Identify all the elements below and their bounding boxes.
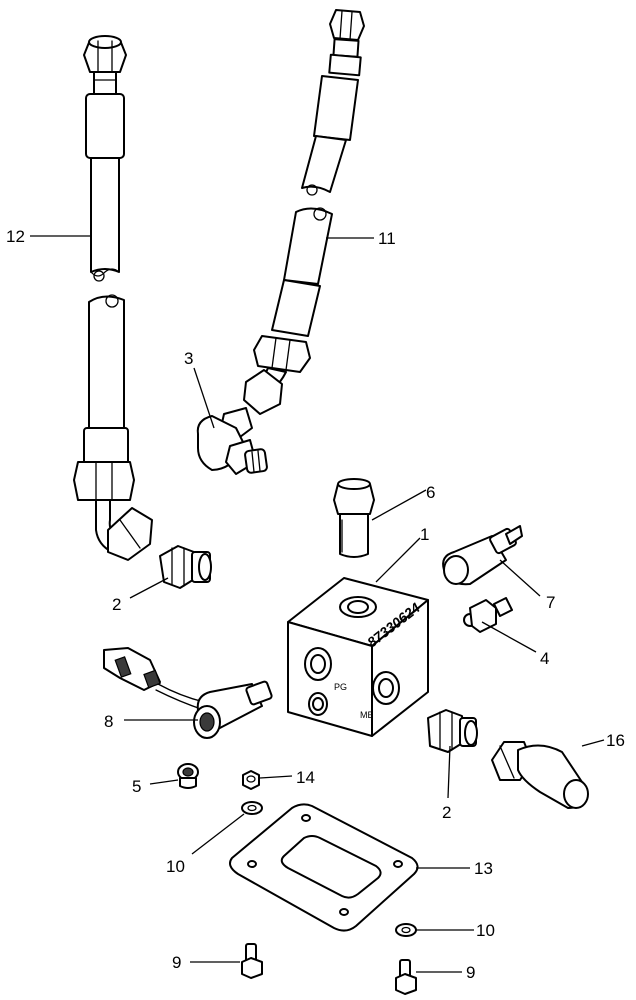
port-label-pg: PG xyxy=(334,682,347,692)
port-label-mb: MB xyxy=(360,710,374,720)
callout-14: 14 xyxy=(296,768,315,787)
bolt-9-right xyxy=(395,959,417,995)
callout-1: 1 xyxy=(420,525,429,544)
washer-10-lower xyxy=(395,923,417,937)
adapter-2-upper xyxy=(159,545,212,589)
callout-6: 6 xyxy=(426,483,435,502)
bolt-9-left xyxy=(241,943,263,979)
valve-block-1: 87330624 PG MB xyxy=(287,577,429,737)
leader-lines xyxy=(30,235,605,973)
callout-9-left: 9 xyxy=(172,953,181,972)
fitting-4 xyxy=(463,597,513,633)
callout-4: 4 xyxy=(540,649,549,668)
elbow-fitting-3 xyxy=(196,407,268,475)
elbow-fitting-16 xyxy=(491,741,589,809)
callout-10-upper: 10 xyxy=(166,857,185,876)
sensor-8 xyxy=(103,647,273,739)
callout-8: 8 xyxy=(104,712,113,731)
callout-9-right: 9 xyxy=(466,963,475,982)
callout-16: 16 xyxy=(606,731,625,750)
sensor-7 xyxy=(442,525,523,586)
callout-3: 3 xyxy=(184,349,193,368)
adapter-2-lower xyxy=(427,709,478,753)
cap-5 xyxy=(177,763,199,789)
callout-2-lower: 2 xyxy=(442,803,451,822)
callout-12: 12 xyxy=(6,227,25,246)
nut-14 xyxy=(242,770,260,790)
washer-10-upper xyxy=(241,801,263,815)
callout-11: 11 xyxy=(378,229,396,248)
callout-numbers: 12 11 3 6 1 7 4 2 8 5 14 10 2 16 13 10 9… xyxy=(6,227,625,982)
gasket-13 xyxy=(229,803,419,932)
hose-11 xyxy=(243,9,365,415)
callout-13: 13 xyxy=(474,859,493,878)
hose-12 xyxy=(73,35,153,561)
callout-10-lower: 10 xyxy=(476,921,495,940)
callout-5: 5 xyxy=(132,777,141,796)
plug-6 xyxy=(333,478,375,558)
callout-2-upper: 2 xyxy=(112,595,121,614)
callout-7: 7 xyxy=(546,593,555,612)
